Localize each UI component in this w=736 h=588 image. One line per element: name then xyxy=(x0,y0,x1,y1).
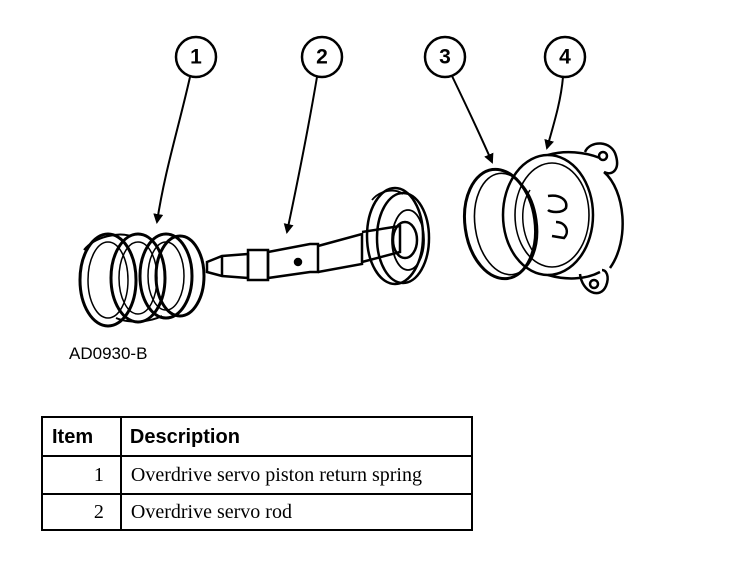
table-header-row: Item Description xyxy=(41,416,474,457)
row-description: Overdrive servo rod xyxy=(119,493,474,531)
exploded-diagram: 1 2 3 4 xyxy=(78,35,624,328)
leader-lines xyxy=(153,75,564,234)
leader-line-4 xyxy=(544,76,564,150)
callout-3: 3 xyxy=(423,35,467,79)
row-item-number: 2 xyxy=(41,493,122,531)
servo-rod-drawing xyxy=(205,186,431,286)
figure-code: AD0930-B xyxy=(69,344,148,363)
callout-2-number: 2 xyxy=(316,46,328,69)
table-row: 2 Overdrive servo rod xyxy=(41,493,474,531)
row-description: Overdrive servo piston return spring xyxy=(119,455,474,495)
callout-1-number: 1 xyxy=(190,46,202,69)
callout-4-number: 4 xyxy=(559,46,571,69)
parts-table: Item Description 1 Overdrive servo pisto… xyxy=(41,416,474,531)
header-description: Description xyxy=(119,416,474,457)
row-item-number: 1 xyxy=(41,455,122,495)
callout-1: 1 xyxy=(174,35,218,79)
leader-line-2 xyxy=(283,76,318,234)
return-spring-drawing xyxy=(78,232,206,328)
leader-line-3 xyxy=(451,75,494,164)
callout-3-number: 3 xyxy=(439,46,451,69)
leader-line-1 xyxy=(153,76,191,224)
callout-4: 4 xyxy=(543,35,587,79)
callout-2: 2 xyxy=(300,35,344,79)
table-row: 1 Overdrive servo piston return spring xyxy=(41,455,474,495)
servo-cover-drawing xyxy=(501,142,624,295)
seal-ring-drawing xyxy=(463,167,539,281)
header-item: Item xyxy=(41,416,122,457)
